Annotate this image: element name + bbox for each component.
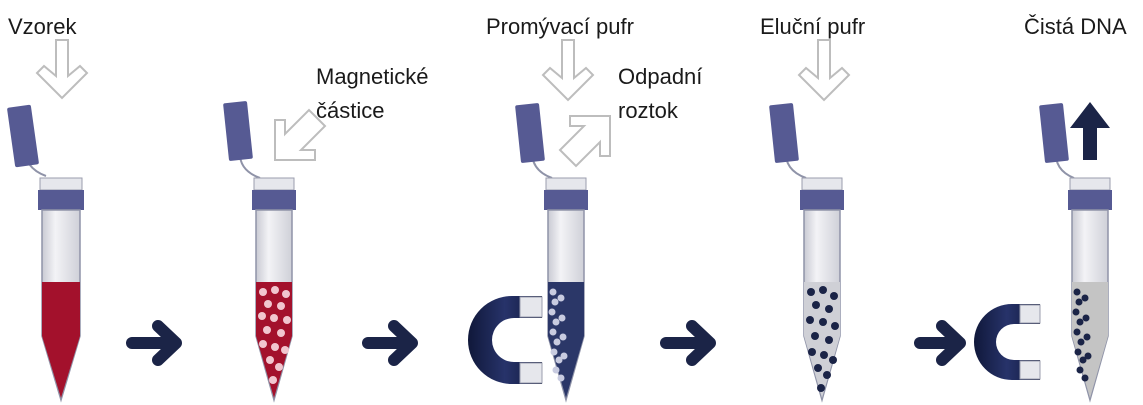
label-elution-buffer: Eluční pufr: [760, 14, 865, 40]
tube-icon: [769, 103, 844, 400]
tube-icon: [1039, 103, 1112, 400]
step-5-pure-dna: [974, 102, 1112, 400]
down-arrow-outline-icon: [37, 40, 87, 98]
process-arrow-icon: [368, 326, 412, 360]
horseshoe-magnet-icon: [974, 304, 1040, 380]
step-3-wash: [468, 40, 610, 400]
step-1-sample: [7, 40, 87, 400]
process-arrow-icon: [132, 326, 176, 360]
down-arrow-outline-icon: [799, 40, 849, 100]
label-wash-buffer: Promývací pufr: [486, 14, 634, 40]
step-2-magnetic-particles: [223, 101, 325, 400]
label-sample: Vzorek: [8, 14, 76, 40]
process-arrow-icon: [920, 326, 960, 360]
diagonal-arrow-outline-icon: [560, 116, 610, 166]
tube-icon: [7, 105, 84, 400]
process-arrow-icon: [666, 326, 710, 360]
label-magnetic-particles-line2: částice: [316, 98, 384, 124]
step-4-elution: [769, 40, 849, 400]
label-pure-dna: Čistá DNA: [1024, 14, 1127, 40]
horseshoe-magnet-icon: [468, 296, 542, 384]
up-arrow-solid-icon: [1070, 102, 1110, 160]
down-arrow-outline-icon: [543, 40, 593, 100]
label-waste-line2: roztok: [618, 98, 678, 124]
label-waste-line1: Odpadní: [618, 64, 702, 90]
label-magnetic-particles-line1: Magnetické: [316, 64, 429, 90]
